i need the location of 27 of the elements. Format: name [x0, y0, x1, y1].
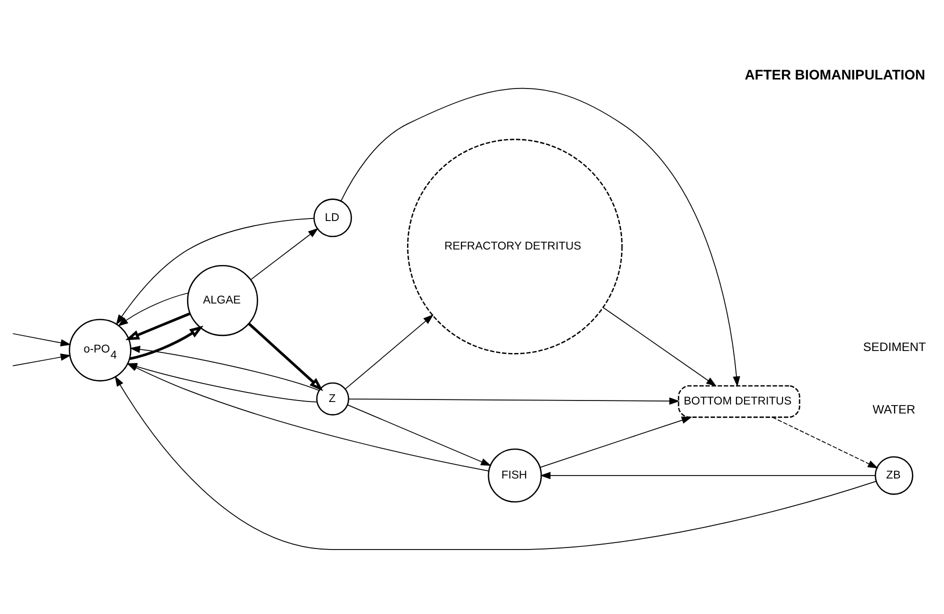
arrow — [125, 312, 190, 340]
arrow — [130, 325, 204, 360]
arrow — [540, 471, 876, 479]
arrow — [772, 416, 878, 468]
arrow — [118, 292, 189, 326]
arrow — [344, 314, 434, 389]
arrow — [348, 396, 680, 404]
node-circle: REFRACTORY DETRITUS — [407, 138, 623, 354]
arrow — [347, 404, 492, 466]
node-circle: LD — [313, 198, 352, 237]
arrow — [602, 306, 717, 386]
diagram-title: AFTER BIOMANIPULATION — [744, 66, 926, 82]
label: SEDIMENT — [863, 339, 926, 354]
arrow — [116, 217, 315, 325]
node-box: BOTTOM DETRITUS — [678, 384, 800, 418]
arrow — [540, 416, 692, 468]
node-circle: ZB — [874, 456, 914, 494]
label: WATER — [872, 402, 916, 416]
arrow — [340, 88, 740, 386]
arrow — [114, 375, 876, 550]
arrow — [248, 322, 324, 391]
node-circle: Z — [316, 382, 350, 415]
arrow — [130, 345, 320, 390]
node-circle: FISH — [488, 448, 542, 502]
arrow — [12, 353, 72, 366]
arrow — [250, 228, 318, 280]
arrow — [12, 332, 72, 346]
